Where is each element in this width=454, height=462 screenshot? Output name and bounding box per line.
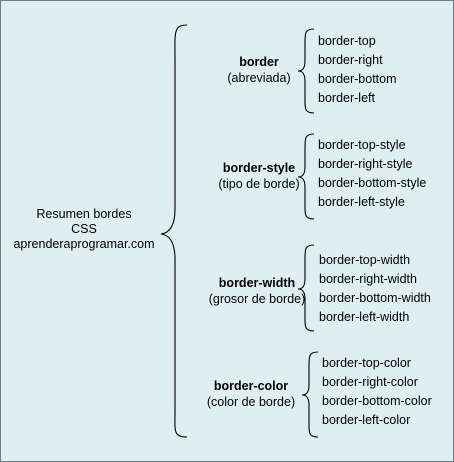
group-items-border-width: border-top-width border-right-width bord… [319, 251, 431, 327]
group-title: border-style [222, 161, 296, 175]
property-item: border-left-style [318, 195, 405, 209]
group-brace-border-width [297, 244, 315, 332]
group-subtitle: (grosor de borde) [208, 292, 306, 306]
group-subtitle: (color de borde) [206, 395, 296, 409]
root-label: Resumen bordes CSS aprenderaprogramar.co… [1, 207, 167, 252]
root-line: Resumen bordes [36, 207, 132, 221]
property-item: border-right-color [322, 375, 418, 389]
group-label-border-color: border-color (color de borde) [181, 378, 321, 410]
property-item: border-top [318, 34, 376, 48]
property-item: border-bottom-width [319, 291, 431, 305]
property-item: border-right-width [319, 272, 417, 286]
property-item: border-bottom [318, 72, 397, 86]
property-item: border-right [318, 53, 383, 67]
property-item: border-left-width [319, 310, 410, 324]
property-item: border-left [318, 91, 375, 105]
group-title: border-color [213, 379, 289, 393]
group-title: border-width [218, 276, 296, 290]
property-item: border-top-style [318, 138, 406, 152]
group-brace-border-style [297, 133, 315, 220]
property-item: border-top-width [319, 253, 411, 267]
group-brace-border-color [301, 351, 319, 438]
group-title: border [239, 55, 279, 69]
root-line: aprenderaprogramar.com [13, 237, 155, 251]
property-item: border-left-color [322, 413, 411, 427]
group-subtitle: (abreviada) [227, 71, 291, 85]
group-subtitle: (tipo de borde) [218, 177, 300, 191]
group-brace-border [297, 28, 315, 114]
group-label-border-style: border-style (tipo de borde) [189, 160, 329, 192]
root-line: CSS [71, 222, 97, 236]
property-item: border-right-style [318, 157, 413, 171]
property-item: border-bottom-color [322, 394, 432, 408]
property-item: border-top-color [322, 356, 411, 370]
property-item: border-bottom-style [318, 176, 427, 190]
group-label-border-width: border-width (grosor de borde) [187, 275, 327, 307]
group-items-border-style: border-top-style border-right-style bord… [318, 136, 426, 212]
group-items-border: border-top border-right border-bottom bo… [318, 32, 397, 108]
group-label-border: border (abreviada) [189, 54, 329, 86]
group-items-border-color: border-top-color border-right-color bord… [322, 354, 432, 430]
root-brace [160, 24, 188, 438]
